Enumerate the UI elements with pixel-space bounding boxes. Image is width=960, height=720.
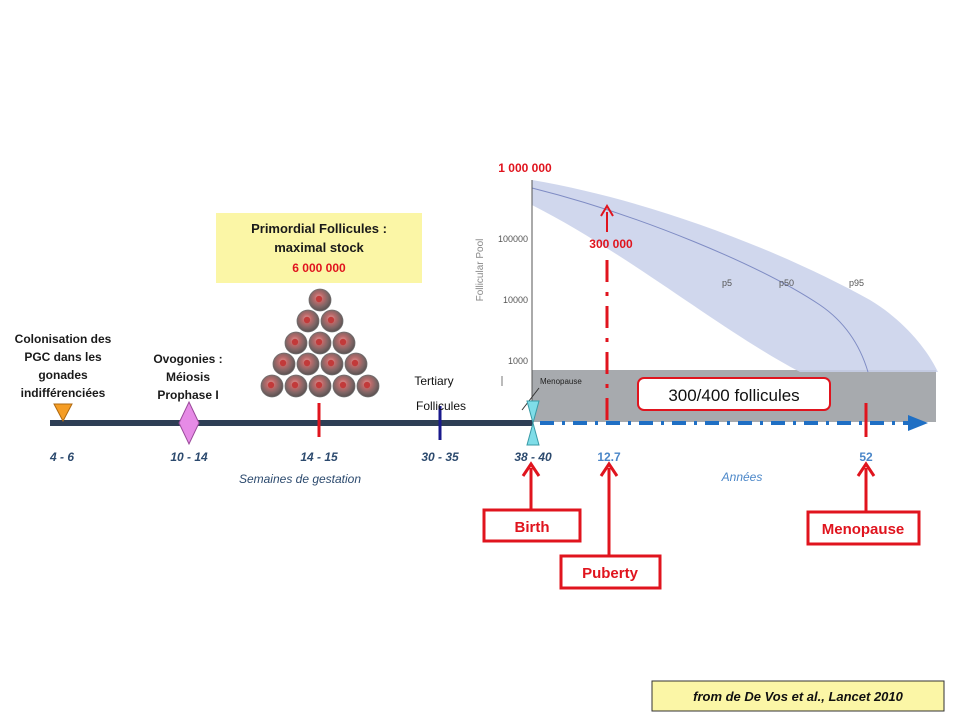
primordial-box: Primordial Follicules : maximal stock 6 … — [216, 213, 422, 283]
primordial-title-2: maximal stock — [274, 240, 364, 255]
primordial-title-1: Primordial Follicules : — [251, 221, 387, 236]
follicle-nucleus — [291, 381, 299, 389]
follicle-nucleus — [315, 338, 323, 346]
tick-38-40: 38 - 40 — [514, 450, 552, 464]
menopause-milestone: Menopause — [806, 461, 921, 546]
ovogonies-text-line-1: Ovogonies : — [153, 352, 222, 366]
follicular-pool-graph: Follicular Pool 100000 10000 1000 1 000 … — [475, 161, 938, 424]
follicle-nucleus — [303, 316, 311, 324]
ytick-10000: 10000 — [503, 295, 528, 305]
marker-birth — [526, 400, 540, 446]
menopause-box — [806, 510, 921, 546]
puberty-bottom-arrow-head — [599, 461, 619, 477]
tick-52: 52 — [859, 450, 873, 464]
primordial-count: 6 000 000 — [292, 261, 346, 275]
ovogonies-text-line-3: Prophase I — [157, 388, 218, 402]
puberty-milestone: Puberty — [559, 461, 662, 590]
puberty-arrow-head — [600, 204, 614, 217]
colonisation-text-line-2: PGC dans les — [24, 350, 102, 364]
primordial-box-bg — [216, 213, 422, 283]
follicle-nucleus — [303, 359, 311, 367]
tick-12-7: 12.7 — [597, 450, 621, 464]
follicle-pyramid-illustration — [260, 288, 380, 398]
puberty-box — [559, 554, 662, 590]
menopause-label: Menopause — [822, 521, 905, 538]
ytick-1000: 1000 — [508, 356, 528, 366]
birth-label: Birth — [515, 519, 550, 536]
gestation-axis-label: Semaines de gestation — [239, 472, 361, 486]
citation-text: from de De Vos et al., Lancet 2010 — [693, 689, 904, 704]
follicle-nucleus — [267, 381, 275, 389]
follicle-nucleus — [327, 316, 335, 324]
puberty-value: 300 000 — [589, 237, 633, 251]
tertiary-label-1: Tertiary — [414, 374, 453, 388]
follicle-nucleus — [279, 359, 287, 367]
tick-14-15: 14 - 15 — [300, 450, 338, 464]
marker-ovogonies — [178, 400, 200, 446]
ovogonies-text-line-2: Méiosis — [166, 370, 210, 384]
top-value: 1 000 000 — [498, 161, 552, 175]
remaining-follicles-box — [637, 377, 831, 411]
ytick-100000: 100000 — [498, 234, 528, 244]
tertiary-label-2: Follicules — [416, 399, 466, 413]
menopause-arrow-head — [856, 461, 876, 477]
follicle-nucleus — [315, 381, 323, 389]
percentile-p5: p5 — [722, 278, 732, 288]
puberty-marker: 300 000 — [589, 204, 633, 420]
tick-10-14: 10 - 14 — [170, 450, 208, 464]
years-axis-label: Années — [721, 470, 763, 484]
years-axis-arrowhead — [908, 415, 928, 431]
percentile-band — [532, 180, 938, 372]
graph-y-label: Follicular Pool — [475, 239, 486, 302]
citation-box — [651, 680, 945, 712]
birth-milestone: Birth — [482, 461, 582, 543]
puberty-label: Puberty — [582, 565, 639, 582]
colonisation-text-line-3: gonades — [38, 368, 88, 382]
percentile-p95: p95 — [849, 278, 864, 288]
marker-colonisation — [53, 403, 73, 423]
birth-arrow-head — [521, 461, 541, 477]
menopause-small-label: Menopause — [540, 377, 582, 386]
tick-30-35: 30 - 35 — [421, 450, 459, 464]
colonisation-text-line-4: indifférenciées — [21, 386, 106, 400]
follicle-nucleus — [351, 359, 359, 367]
follicle-nucleus — [315, 295, 323, 303]
remaining-follicles-label: 300/400 follicules — [668, 386, 799, 405]
follicle-nucleus — [339, 338, 347, 346]
follicle-nucleus — [291, 338, 299, 346]
tick-4-6: 4 - 6 — [49, 450, 74, 464]
follicle-nucleus — [339, 381, 347, 389]
follicle-nucleus — [327, 359, 335, 367]
follicle-nucleus — [363, 381, 371, 389]
percentile-p50: p50 — [779, 278, 794, 288]
colonisation-text-line-1: Colonisation des — [15, 332, 112, 346]
menopause-pointer — [521, 387, 540, 411]
birth-box — [482, 508, 582, 543]
